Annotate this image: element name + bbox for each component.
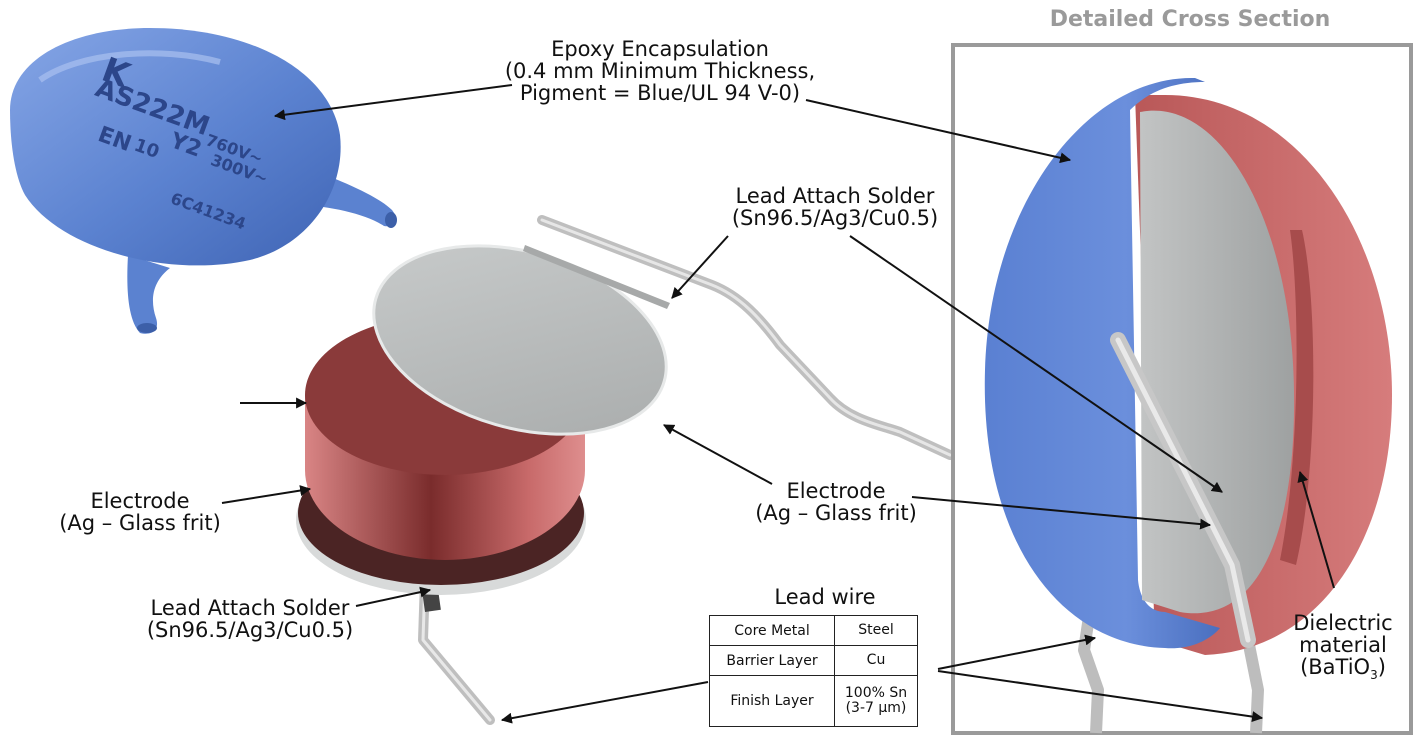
arrow-electrode-left [221,485,312,504]
table-cell-value: 100% Sn(3-7 µm) [834,675,918,727]
table-row: Finish Layer 100% Sn(3-7 µm) [709,675,918,727]
table-row: Core Metal Steel [709,615,918,646]
epoxy-body [10,28,341,266]
epoxy-lead-stub-bottom [127,255,170,334]
arrow-solder-top-left [671,235,729,299]
table-cell-value: Steel [834,615,918,646]
table-row: Barrier Layer Cu [709,645,918,676]
cross-section-electrode [1140,110,1295,614]
arrow-electrode-right-left [663,424,773,485]
lead-solder-strip-upper [523,245,670,309]
lead-wire-table: Core Metal Steel Barrier Layer Cu Finish… [709,615,918,727]
exploded-stack [296,215,955,725]
callout-arrows [221,84,1335,724]
label-dielectric: Dielectric material (BaTiO3) [1293,611,1393,683]
label-electrode-right: Electrode (Ag – Glass frit) [755,479,917,525]
arrow-epoxy-left [273,84,513,121]
arrow-epoxy-right [805,99,1072,164]
cross-section-title: Detailed Cross Section [1049,7,1331,32]
electrode-top-disk [373,245,667,435]
label-lead-solder-bottom: Lead Attach Solder (Sn96.5/Ag3/Cu0.5) [146,596,354,642]
arrow-solder-bottom [355,586,432,607]
table-cell-value: Cu [834,645,918,676]
label-epoxy: Epoxy Encapsulation (0.4 mm Minimum Thic… [504,37,816,105]
table-cell-property: Barrier Layer [709,645,835,676]
label-lead-solder-top: Lead Attach Solder (Sn96.5/Ag3/Cu0.5) [731,184,939,230]
arrow-solder-top-right [849,235,1223,493]
table-cell-property: Finish Layer [709,675,835,727]
arrow-leadwire-lower [500,681,709,724]
cross-section-frame [951,43,1413,735]
label-electrode-left: Electrode (Ag – Glass frit) [59,489,221,535]
cross-section-wire-left [1078,609,1104,734]
arrow-leadwire-cs-left [937,634,1097,670]
cross-section [951,43,1413,735]
lead-wire-title: Lead wire [774,585,876,609]
arrow-leadwire-cs-right [937,670,1264,723]
arrow-dielectric-right [1297,470,1335,589]
cross-section-epoxy [984,77,1220,649]
arrow-electrode-right-right [911,496,1212,530]
table-cell-property: Core Metal [709,615,835,646]
cross-section-wire-right [1242,638,1264,734]
encapsulated-capacitor: K AS222M EN 10 Y2 760V~ 300V~ 6C41234 [10,28,397,334]
